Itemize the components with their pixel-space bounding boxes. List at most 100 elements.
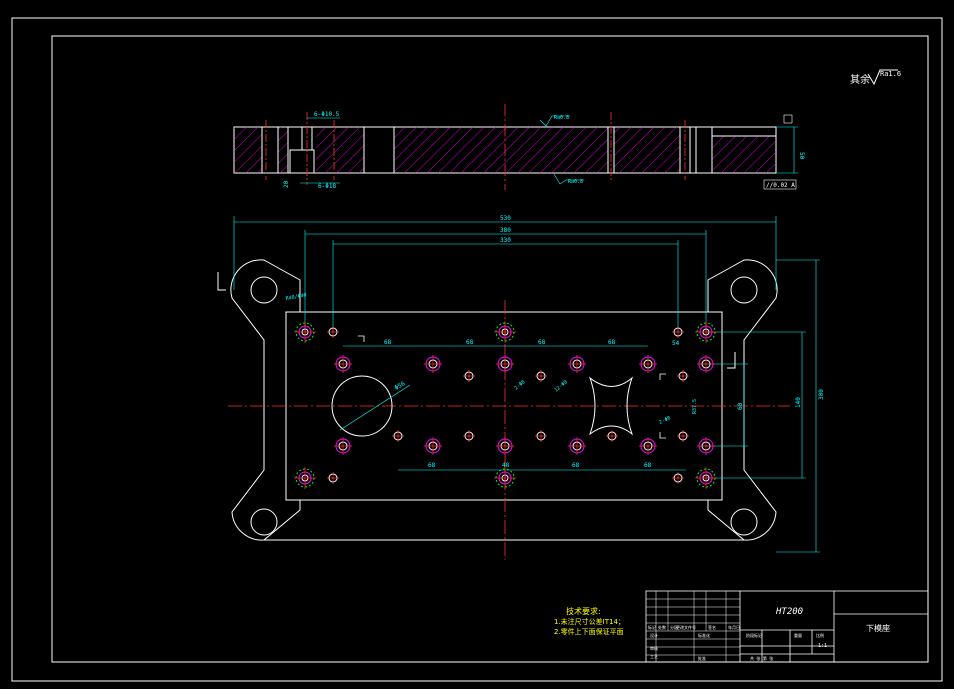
hatch-area xyxy=(394,127,608,173)
radius-label: R37.5 xyxy=(692,399,698,414)
roughness-note-label: 其余 xyxy=(850,73,870,86)
material-label: HT200 xyxy=(775,607,803,617)
hole-center-mark xyxy=(695,321,717,343)
hole-center-mark xyxy=(334,437,352,455)
tb-scale: 比例 xyxy=(816,632,824,638)
section-mark xyxy=(217,272,226,291)
hole-center-mark xyxy=(639,355,657,373)
hole-center-mark xyxy=(606,430,618,442)
roughness-icon xyxy=(867,69,898,86)
lug-hole xyxy=(250,276,278,304)
hole-center-mark xyxy=(535,430,547,442)
hole-center-mark xyxy=(463,430,475,442)
roughness-bottom-icon xyxy=(553,173,584,185)
hole-center-mark xyxy=(695,467,717,489)
tb-stage: 阶段标记 xyxy=(746,632,762,638)
hole-center-mark xyxy=(327,326,339,338)
small-hole-label: 12-Φ8 xyxy=(553,379,568,393)
hole-center-mark xyxy=(494,321,516,343)
tb-label: 标记 xyxy=(648,624,656,630)
dim-330: 330 xyxy=(500,237,511,244)
tb-weight: 重量 xyxy=(794,632,802,638)
flatness-label: //0.02 A xyxy=(766,182,795,189)
hole-center-mark xyxy=(697,355,715,373)
dim-68: 68 xyxy=(608,339,616,346)
hole-center-mark xyxy=(697,437,715,455)
datum-box xyxy=(783,114,793,124)
large-hole xyxy=(331,375,393,437)
title-block xyxy=(645,590,929,663)
lug-hole xyxy=(730,276,758,304)
technical-requirements: 技术要求: 1.未注尺寸公差IT14； 2.零件上下面保证平面 xyxy=(554,606,625,636)
section-view: 6-Φ10.5 6-Φ18 20 50 //0.02 A Ra0.8 Ra0.8 xyxy=(233,104,805,190)
dim-530: 530 xyxy=(500,215,511,222)
dim-68: 68 xyxy=(428,462,436,469)
hole-center-mark xyxy=(568,437,586,455)
hatch-area xyxy=(316,127,364,173)
tb-standard: 标准化 xyxy=(698,632,710,638)
counterbore xyxy=(289,149,315,174)
hole-center-mark xyxy=(672,326,684,338)
hole-center-mark xyxy=(496,355,514,373)
lug-hole xyxy=(730,508,758,536)
depth-label: 20 xyxy=(283,180,290,188)
hole-center-mark xyxy=(496,437,514,455)
tb-label: 签名 xyxy=(708,624,716,630)
roughness-note-value: Ra1.6 xyxy=(880,70,901,78)
section-mark xyxy=(727,352,736,369)
small-hole-label: 2-Φ8 xyxy=(513,379,526,391)
dim-68: 68 xyxy=(466,339,474,346)
roughness-top-label: Ra0.8 xyxy=(554,115,569,121)
tb-review: 审核 xyxy=(650,645,658,651)
roughness-note: 其余 Ra1.6 xyxy=(850,69,901,86)
tb-approve: 批准 xyxy=(698,655,706,661)
roughness-top-icon xyxy=(539,115,570,127)
dim-68: 68 xyxy=(572,462,580,469)
part-name: 下模座 xyxy=(866,623,890,633)
hole-center-mark xyxy=(463,370,475,382)
hole-center-mark xyxy=(327,472,339,484)
dim-68: 68 xyxy=(538,339,546,346)
hole-bottom-label: 6-Φ18 xyxy=(318,183,336,190)
tb-label: 分区 xyxy=(670,624,678,630)
hole-center-mark xyxy=(294,467,316,489)
hole-center-mark xyxy=(639,437,657,455)
tech-req-line: 2.零件上下面保证平面 xyxy=(554,627,624,636)
outer-frame xyxy=(11,17,943,682)
hole-center-mark xyxy=(392,430,404,442)
tb-scale-value: 1:1 xyxy=(818,643,827,649)
dim-380: 380 xyxy=(500,227,511,234)
hole-center-mark xyxy=(677,370,689,382)
small-hole-label: 2-Φ8 xyxy=(658,415,671,426)
dim-60: 60 xyxy=(737,402,744,410)
dim-68: 68 xyxy=(384,339,392,346)
hatch-area xyxy=(614,127,680,173)
tb-label: 年月日 xyxy=(728,624,740,630)
title-block-text: HT200 下模座 标记 处数 分区 更改文件号 签名 年月日 设计 标准化 阶… xyxy=(648,607,890,661)
dim-140: 140 xyxy=(795,397,802,408)
cross-cutout xyxy=(588,376,634,436)
corner-hole-label: R40/Φ40 xyxy=(285,292,307,302)
dim-68: 68 xyxy=(644,462,652,469)
flatness-frame xyxy=(763,179,797,190)
plan-view: Φ56 530 xyxy=(217,215,825,560)
hole-center-mark xyxy=(424,355,442,373)
dim-48: 48 xyxy=(502,462,510,469)
hole-center-mark xyxy=(568,355,586,373)
hatch-area xyxy=(278,127,288,173)
hole-center-mark xyxy=(494,467,516,489)
tb-process: 工艺 xyxy=(650,654,658,659)
hatch-area xyxy=(712,136,776,173)
hole-center-mark xyxy=(535,370,547,382)
hole-top-label: 6-Φ10.5 xyxy=(314,111,340,118)
lug-hole xyxy=(250,508,278,536)
inner-frame xyxy=(51,35,929,663)
dim-300: 300 xyxy=(818,389,825,400)
hole-center-mark xyxy=(677,430,689,442)
big-hole-label: Φ56 xyxy=(394,380,407,392)
hatch-area xyxy=(234,127,262,173)
tb-design: 设计 xyxy=(650,632,658,638)
tb-sheet: 共 张 第 张 xyxy=(750,655,773,661)
tech-req-line: 1.未注尺寸公差IT14； xyxy=(554,617,625,626)
